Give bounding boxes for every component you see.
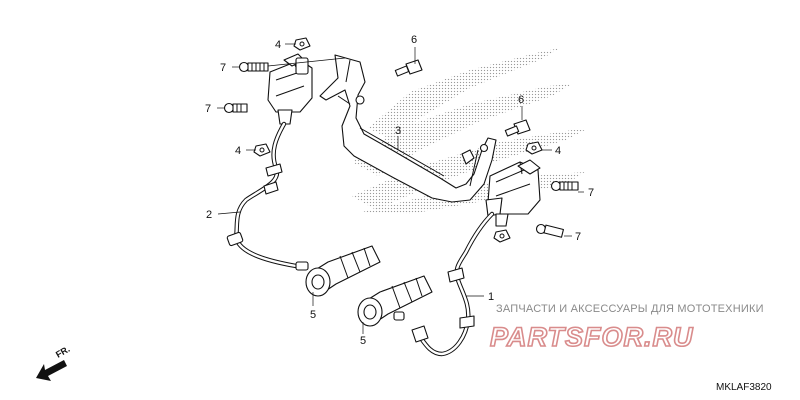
- nut-4c: [525, 141, 543, 155]
- bolt-7a: [238, 61, 269, 73]
- spark-plug-lead-right: [411, 211, 495, 357]
- plug-cap-right: [357, 275, 433, 327]
- callout-5-left: 5: [310, 309, 316, 321]
- callout-4-top: 4: [275, 39, 281, 51]
- callout-7-upper-left: 7: [220, 62, 226, 74]
- callout-3: 3: [395, 125, 401, 137]
- site-watermark: ЗАПЧАСТИ И АКСЕССУАРЫ ДЛЯ МОТОТЕХНИКИ PA…: [489, 303, 764, 353]
- bolt-7b: [223, 102, 248, 114]
- spark-plug-lead-left: [226, 121, 299, 269]
- leader-lines: [217, 43, 584, 334]
- ignition-coil-bracket: [319, 54, 497, 203]
- callout-1: 1: [488, 291, 494, 303]
- front-direction-indicator: FR.: [36, 344, 72, 381]
- nut-4d: [493, 229, 511, 243]
- plug-cap-left: [295, 245, 381, 297]
- ignition-coil-left: [267, 53, 313, 125]
- callout-6-top: 6: [411, 34, 417, 46]
- diagram-code: MKLAF3820: [716, 382, 772, 393]
- callout-7-right: 7: [588, 187, 594, 199]
- callout-2: 2: [206, 209, 212, 221]
- callout-7-lower-right: 7: [575, 231, 581, 243]
- watermark-brand: PARTSFOR.RU: [490, 322, 694, 352]
- nut-4b: [253, 143, 271, 157]
- nut-4a: [293, 37, 311, 51]
- bolt-7d: [535, 223, 564, 238]
- callout-6-right: 6: [518, 94, 524, 106]
- callout-5-right: 5: [360, 335, 366, 347]
- bolt-7c: [550, 180, 579, 192]
- ignition-coil-right: [485, 159, 541, 227]
- callout-4-left: 4: [235, 145, 241, 157]
- callout-labels: 4 7 7 4 2 6 3 6 4 7 7 1 5 5: [205, 34, 594, 347]
- callout-7-left: 7: [205, 103, 211, 115]
- callout-4-right: 4: [555, 145, 561, 157]
- watermark-tagline: ЗАПЧАСТИ И АКСЕССУАРЫ ДЛЯ МОТОТЕХНИКИ: [496, 303, 764, 315]
- direction-label: FR.: [54, 344, 72, 360]
- bolt-6a: [394, 59, 423, 77]
- direction-arrow-icon: [36, 360, 67, 381]
- bolt-6b: [504, 119, 531, 137]
